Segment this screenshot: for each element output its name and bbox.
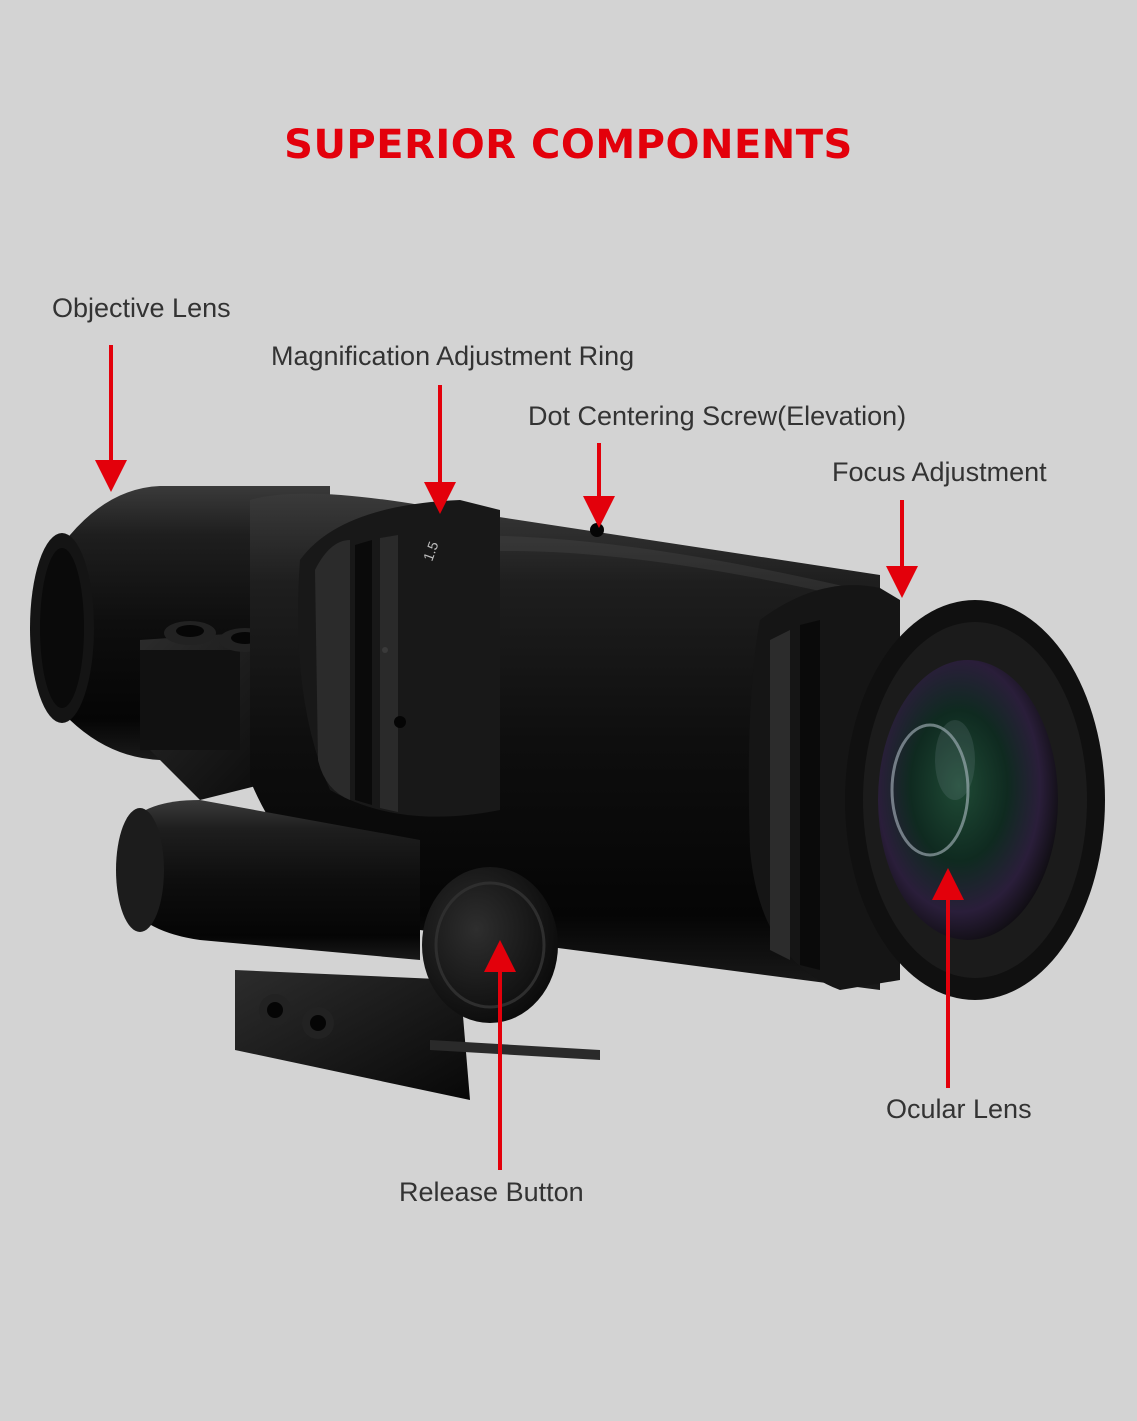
arrow-down-icon (583, 496, 615, 528)
label-release-button: Release Button (399, 1177, 584, 1207)
label-magnification-ring: Magnification Adjustment Ring (271, 341, 635, 371)
magnification-ring: 1.5 (298, 500, 500, 817)
arrow-down-icon (95, 460, 127, 492)
arrow-up-icon (484, 940, 516, 972)
magnification-marking: 1.5 (420, 539, 442, 563)
label-focus-adjustment: Focus Adjustment (832, 457, 1047, 487)
release-assembly (116, 800, 600, 1100)
label-dot-centering-screw: Dot Centering Screw(Elevation) (528, 401, 907, 431)
arrow-down-icon (424, 482, 456, 514)
eyepiece (845, 600, 1105, 1000)
label-ocular-lens: Ocular Lens (886, 1094, 1032, 1124)
page-title: SUPERIOR COMPONENTS (284, 122, 853, 168)
dot-centering-screw-hole (590, 523, 604, 537)
label-objective-lens: Objective Lens (52, 293, 231, 323)
arrow-up-icon (932, 868, 964, 900)
arrow-down-icon (886, 566, 918, 598)
release-button-knob (422, 867, 558, 1023)
